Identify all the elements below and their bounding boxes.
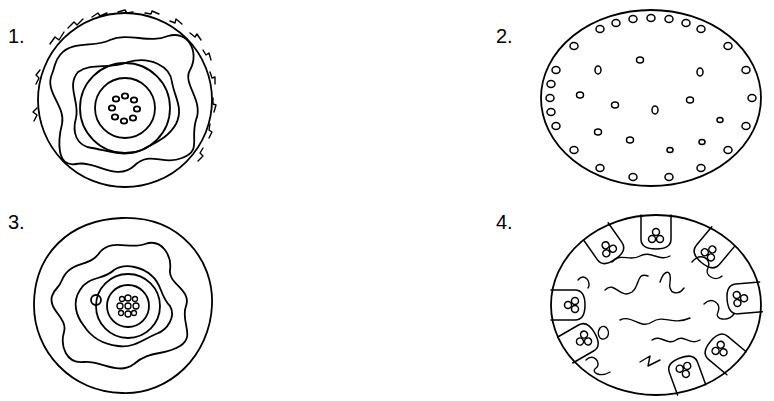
- figure-number: 3.: [8, 212, 25, 232]
- figure-one: [33, 10, 216, 187]
- figure-number: 4.: [496, 212, 513, 232]
- figure-number: 1.: [8, 26, 25, 46]
- figure-two: [541, 10, 761, 186]
- figure-number: 2.: [496, 26, 513, 46]
- figure-three: [34, 218, 212, 393]
- figure-four: [551, 215, 762, 395]
